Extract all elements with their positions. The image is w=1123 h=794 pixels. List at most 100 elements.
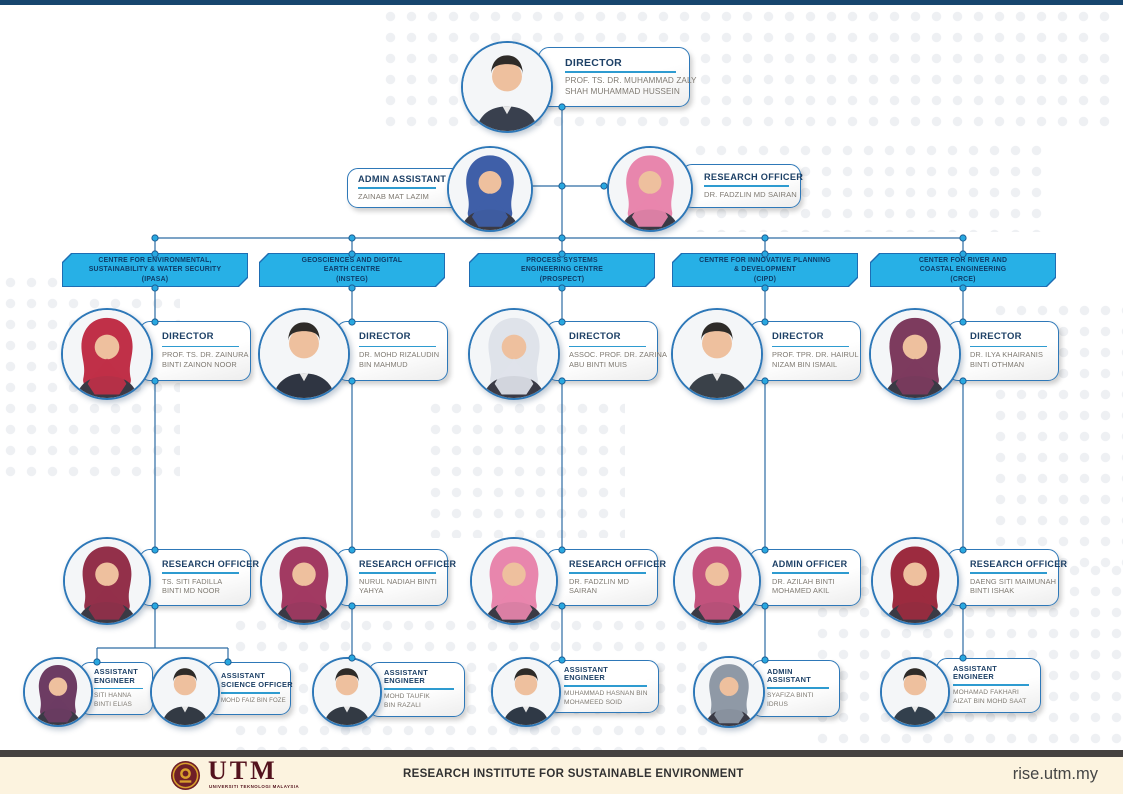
person-photo [23,657,93,727]
centre-box-label: COASTAL ENGINEERING [919,266,1007,274]
role-title: DIRECTOR [569,331,621,343]
role-title: ENGINEER [564,673,606,683]
person-name: BINTI ELIAS [94,700,132,708]
role-title: ADMIN ASSISTANT [358,174,447,185]
utm-logo-text: UTM [208,756,278,785]
role-title: ASSISTANT [767,675,812,685]
person-name: BINTI OTHMAN [970,360,1025,369]
person-name: ASSOC. PROF. DR. ZARINA [569,350,667,360]
title-underline [384,688,454,690]
person-name: SYAFIZA BINTI [767,692,814,699]
person-name: AIZAT BIN MOHD SAAT [953,697,1027,705]
person-photo [258,308,350,400]
centre-box-cipd: CENTRE FOR INNOVATIVE PLANNING& DEVELOPM… [672,253,858,287]
centre-box-label: (PROSPECT) [539,275,585,283]
person-photo [461,41,553,133]
person-name: DR. MOHD RIZALUDIN [359,350,440,360]
centre-box-label: PROCESS SYSTEMS [526,257,598,265]
person-photo [312,657,382,727]
person-name: ABU BINTI MUIS [569,360,628,369]
title-underline [767,687,830,689]
person-photo [869,308,961,400]
institute-name: RESEARCH INSTITUTE FOR SUSTAINABLE ENVIR… [403,768,744,780]
person-name: ZAINAB MAT LAZIM [358,191,429,201]
top-accent-bar [0,0,1123,5]
person-name: DR. FADZLIN MD SAIRAN [704,189,797,199]
person-name: DAENG SITI MAIMUNAH [970,576,1057,586]
person-name: MOHAMED AKIL [772,586,830,596]
title-underline [970,572,1048,574]
role-title: ASSISTANT [384,667,429,677]
person-name: MOHD FAIZ BIN FOZE [221,696,286,704]
centre-box-label: (CIPD) [753,275,777,283]
person-name: BIN RAZALI [384,701,421,709]
title-underline [565,71,676,73]
role-title: ADMIN OFFICER [772,559,848,570]
person-name: NIZAM BIN ISMAIL [772,360,838,369]
title-underline [772,572,850,574]
person-name: MOHAMAD FAKHARI [953,689,1019,696]
person-name: BIN MAHMUD [359,360,408,369]
role-title: DIRECTOR [970,331,1022,343]
role-title: DIRECTOR [162,331,214,343]
centre-box-label: SUSTAINABILITY & WATER SECURITY [88,266,222,274]
person-name: SAIRAN [569,586,598,596]
person-photo [447,146,533,232]
title-underline [772,345,850,348]
title-underline [359,345,437,348]
person-name: MOHD TAUFIK [384,693,430,700]
person-name: BINTI ZAINON NOOR [162,360,237,369]
centre-box-label: GEOSCIENCES AND DIGITAL [301,257,403,265]
person-name: PROF. TS. DR. MUHAMMAD ZALY [565,75,697,85]
person-photo [673,537,761,625]
person-photo [871,537,959,625]
person-name: SHAH MUHAMMAD HUSSEIN [565,86,680,96]
person-name: SITI HANNA [94,692,132,700]
role-title: DIRECTOR [565,56,623,69]
role-title: DIRECTOR [772,331,824,343]
title-underline [94,687,143,690]
person-name: TS. SITI FADILLA [162,576,223,586]
footer-band: UTM UNIVERSITI TEKNOLOGI MALAYSIA RESEAR… [0,757,1123,794]
role-title: SCIENCE OFFICER [221,679,293,689]
person-name: DR. AZILAH BINTI [772,576,835,586]
person-name: PROF. TS. DR. ZAINURA [162,350,249,360]
role-title: ASSISTANT [221,671,266,681]
person-name: PROF. TPR. DR. HAIRUL [772,350,859,360]
person-name: MUHAMMAD HASNAN BIN [564,690,648,697]
title-underline [569,345,647,348]
role-title: ENGINEER [384,676,426,686]
role-title: ASSISTANT [953,663,998,673]
role-title: DIRECTOR [359,331,411,343]
person-photo [61,308,153,400]
role-title: RESEARCH OFFICER [569,559,667,570]
title-underline [564,685,647,687]
person-photo [607,146,693,232]
role-title: RESEARCH OFFICER [970,559,1068,570]
person-name: NURUL NADIAH BINTI [359,576,437,586]
centre-box-label: ENGINEERING CENTRE [520,266,604,274]
person-name: MOHAMEED SOID [564,698,623,706]
person-card: RESEARCH OFFICER DR. FADZLIN MD SAIRAN [681,164,804,208]
role-title: RESEARCH OFFICER [704,172,804,183]
title-underline [162,345,240,348]
centre-box-label: CENTRE FOR ENVIRONMENTAL, [98,257,212,265]
centre-box-label: (IPASA) [141,275,169,283]
person-name: IDRUS [767,700,789,708]
person-photo [491,657,561,727]
role-title: ADMIN [767,666,793,676]
title-underline [358,187,437,189]
